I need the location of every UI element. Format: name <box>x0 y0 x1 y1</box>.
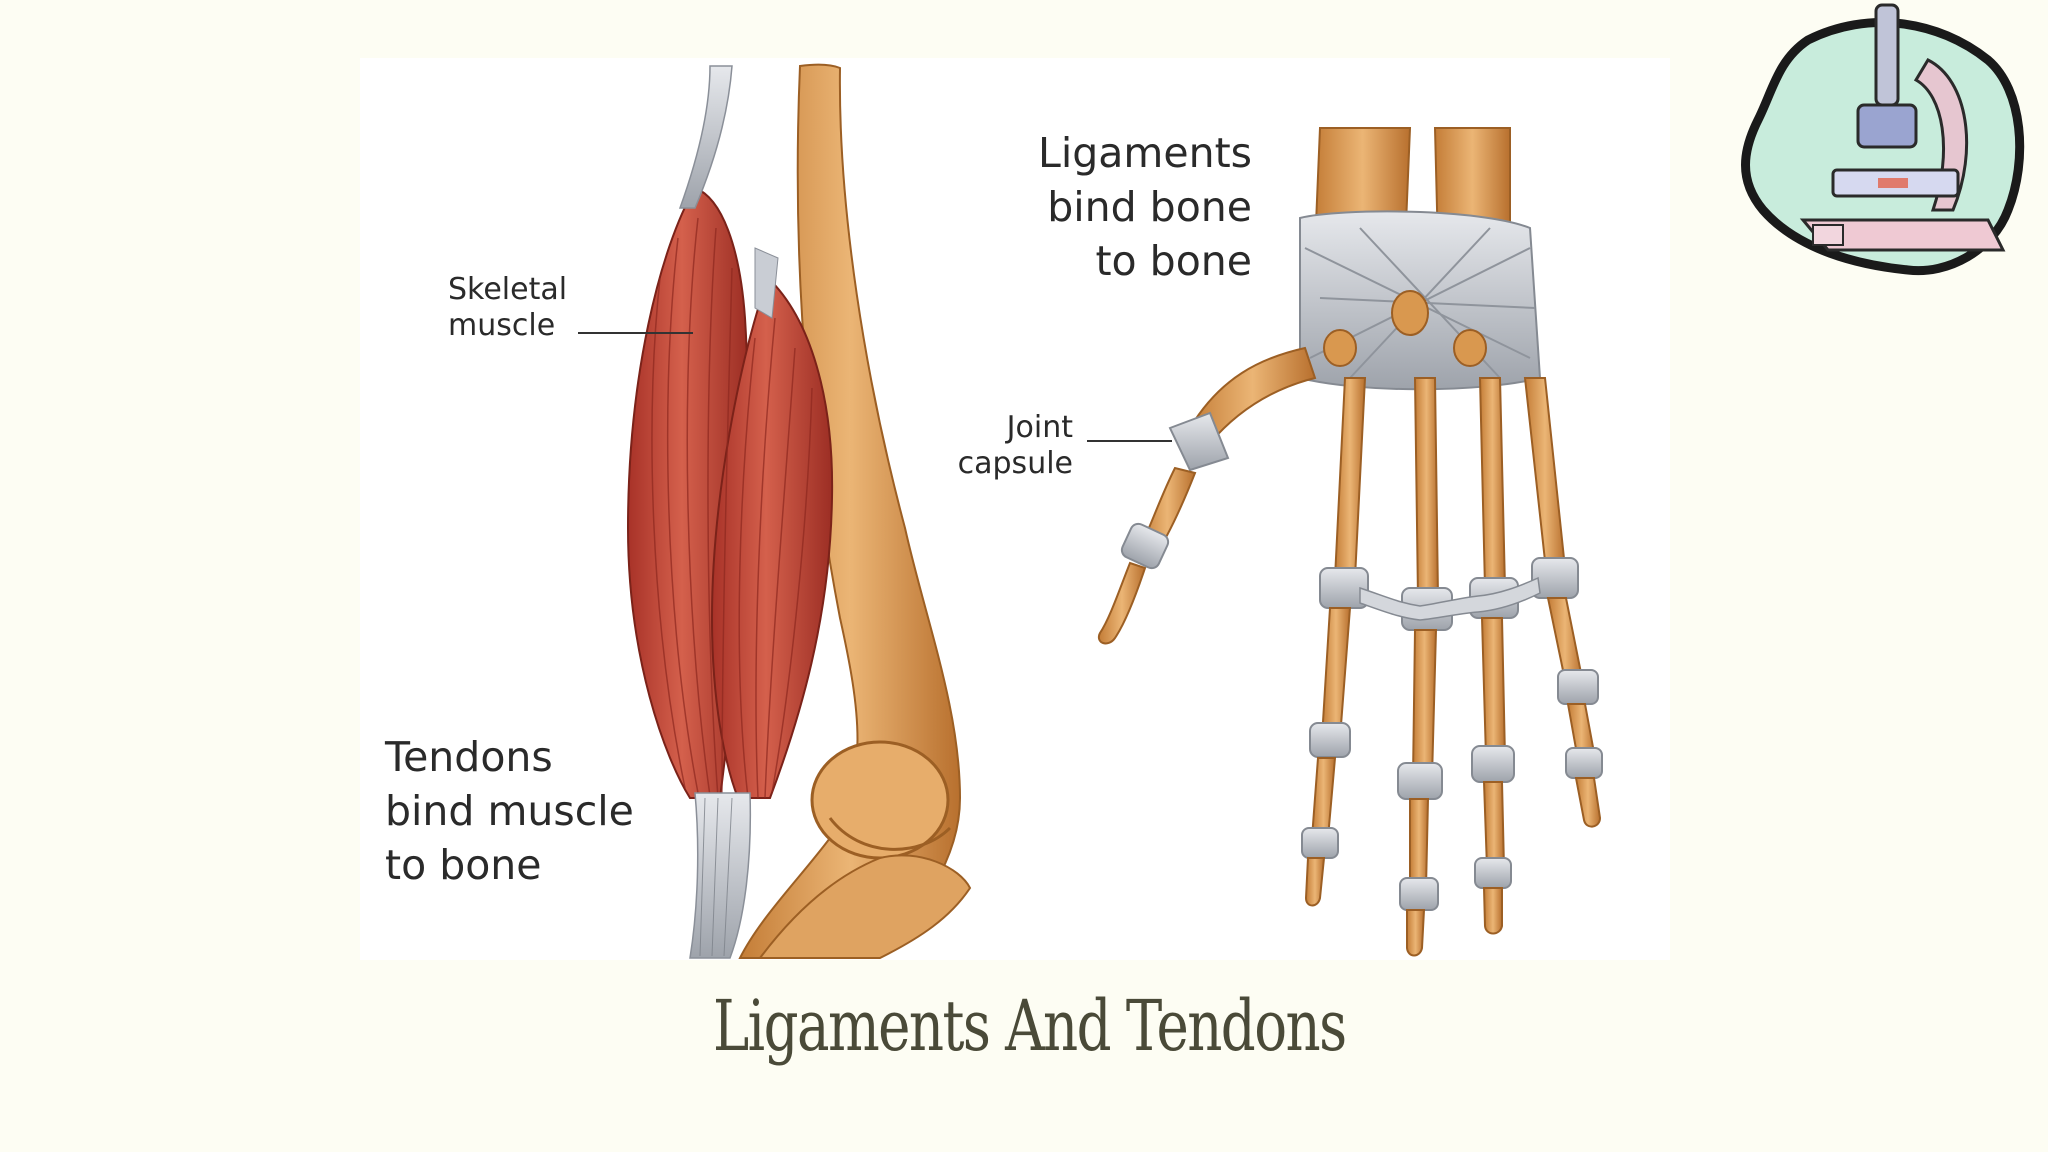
ligaments-label: Ligaments bind bone to bone <box>1038 129 1252 285</box>
skeletal-muscle-front <box>710 276 834 799</box>
finger-index <box>1301 377 1369 907</box>
hand-illustration <box>1087 127 1603 957</box>
forearm-bone <box>757 854 972 959</box>
joint-capsule-ligament <box>1168 411 1230 472</box>
elbow-joint <box>810 740 950 860</box>
microscope-icon <box>1738 0 2030 282</box>
upper-tendon <box>678 65 733 209</box>
transverse-ligament <box>1359 576 1541 621</box>
finger-middle <box>1397 377 1453 957</box>
joint-capsule-label: Joint capsule <box>957 410 1073 481</box>
tendons-label: Tendons bind muscle to bone <box>385 733 634 889</box>
anatomy-illustration <box>578 63 1603 959</box>
skeletal-muscle-label: Skeletal muscle <box>448 272 568 343</box>
anatomy-figure: Skeletal muscle Tendons bind muscle to b… <box>360 58 1670 960</box>
slide-title: Ligaments And Tendons <box>712 985 1347 1067</box>
finger-little <box>1523 377 1603 828</box>
finger-ring <box>1469 377 1519 935</box>
lower-tendon <box>689 792 752 959</box>
arm-illustration <box>578 63 972 959</box>
